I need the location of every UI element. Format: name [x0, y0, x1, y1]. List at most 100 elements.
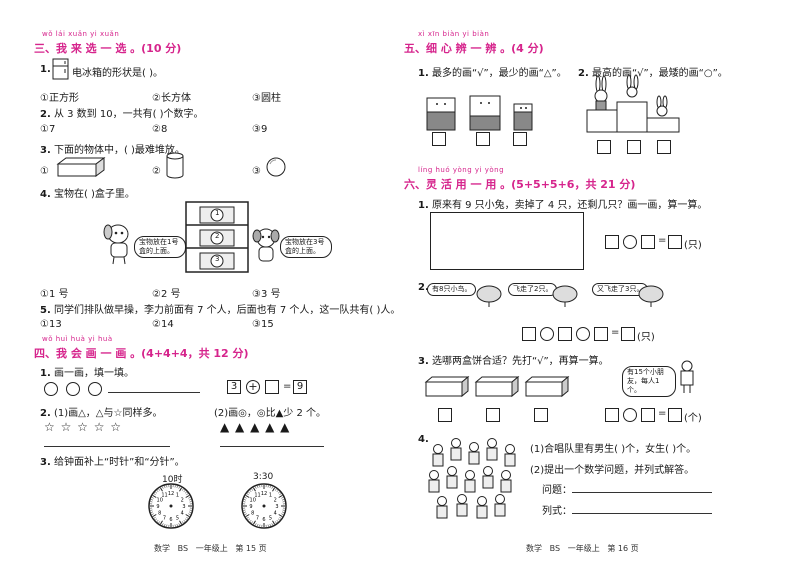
- answer-box[interactable]: [534, 408, 548, 422]
- eq-op-circle[interactable]: [623, 235, 637, 249]
- clock-numeral: 10: [250, 498, 256, 504]
- clock-tick: [281, 513, 284, 515]
- q3-5-opt1[interactable]: ①13: [40, 319, 62, 330]
- answer-box[interactable]: [513, 132, 527, 146]
- problem-line[interactable]: [572, 492, 712, 493]
- eq-box[interactable]: [641, 235, 655, 249]
- q3-4-opt3[interactable]: ③3 号: [252, 289, 281, 300]
- unit-label: (只): [684, 240, 702, 251]
- eq-eq: =: [283, 381, 292, 392]
- clock2-label: 3:30: [253, 472, 274, 482]
- clock1-label: 10时: [162, 475, 183, 485]
- clock-tick: [181, 488, 184, 491]
- q3-1-opt3[interactable]: ③圆柱: [252, 93, 281, 104]
- clock-tick: [249, 490, 252, 493]
- eq-box[interactable]: [522, 327, 536, 341]
- q3-1-opt1[interactable]: ①正方形: [40, 93, 79, 104]
- q3-2-opt2[interactable]: ②8: [152, 124, 168, 135]
- eq-op-circle[interactable]: [576, 327, 590, 341]
- clock-tick: [243, 499, 247, 501]
- clock-tick: [272, 487, 275, 492]
- sec4-title: 四、我 会 画 一 画 。(4+4+4，共 12 分): [34, 347, 249, 360]
- q3-4-opt1[interactable]: ①1 号: [40, 289, 69, 300]
- q3-3-opt2[interactable]: ②: [152, 166, 161, 177]
- footer-subject: 数学: [526, 544, 542, 553]
- q3-5-opt3[interactable]: ③15: [252, 319, 274, 330]
- eq-box[interactable]: [558, 327, 572, 341]
- clock-tick: [245, 514, 250, 517]
- choir-kid: [486, 438, 498, 461]
- shelf-illustration: [185, 201, 249, 273]
- answer-box[interactable]: [627, 140, 641, 154]
- clock-center: [262, 504, 266, 508]
- eq-op-circle[interactable]: [623, 408, 637, 422]
- answer-line-1[interactable]: [44, 446, 170, 447]
- clock-numeral: 2: [181, 498, 184, 504]
- formula-line[interactable]: [572, 513, 712, 514]
- choir-kid: [450, 438, 462, 461]
- eq-box[interactable]: [621, 327, 635, 341]
- answer-box[interactable]: [476, 132, 490, 146]
- drawing-area[interactable]: [430, 212, 584, 270]
- draw-line[interactable]: [108, 392, 200, 393]
- eq-box[interactable]: [605, 408, 619, 422]
- clock-tick: [178, 523, 180, 526]
- q3-2-opt3[interactable]: ③9: [252, 124, 268, 135]
- clock-tick: [281, 499, 285, 501]
- eq-box[interactable]: [594, 327, 608, 341]
- q-number: 3.: [40, 145, 51, 156]
- eq-box[interactable]: [605, 235, 619, 249]
- q-number: 1.: [40, 64, 51, 75]
- clock-numeral: 5: [176, 515, 179, 521]
- q3-4-opt2[interactable]: ②2 号: [152, 289, 181, 300]
- q3-3-opt1[interactable]: ①: [40, 166, 49, 177]
- q-number: 5.: [40, 305, 51, 316]
- choir-kid: [436, 496, 448, 519]
- q3-2-opt1[interactable]: ①7: [40, 124, 56, 135]
- eq-box[interactable]: [668, 235, 682, 249]
- clock-tick: [253, 520, 256, 525]
- clock-tick: [277, 491, 280, 494]
- clock-tick: [279, 493, 282, 496]
- circle-shape: [66, 382, 80, 396]
- answer-box[interactable]: [486, 408, 500, 422]
- eq-op-circle[interactable]: [540, 327, 554, 341]
- clock-tick: [188, 511, 192, 513]
- q6-4-s2: (2)提出一个数学问题，并列式解答。: [530, 465, 695, 476]
- answer-line-2[interactable]: [220, 446, 324, 447]
- choir-kid: [456, 494, 468, 517]
- bubble-birds-1: 有8只小鸟。: [427, 283, 477, 296]
- answer-box[interactable]: [657, 140, 671, 154]
- q3-3-opt3[interactable]: ③: [252, 166, 261, 177]
- tree-birds-icon: [476, 285, 502, 307]
- answer-box[interactable]: [597, 140, 611, 154]
- formula-label: 列式：: [542, 506, 572, 517]
- choir-kid: [500, 470, 512, 493]
- choir-kid: [428, 470, 440, 493]
- sec3-pinyin: wǒ lái xuǎn yi xuǎn: [42, 30, 120, 38]
- choir-kid: [446, 466, 458, 489]
- clock-tick: [278, 495, 283, 498]
- clock-numeral: 2: [274, 498, 277, 504]
- clock-tick: [186, 516, 189, 519]
- q3-1-opt2[interactable]: ②长方体: [152, 93, 191, 104]
- q5-1-text: 最多的画“√”，最少的画“△”。: [431, 68, 567, 79]
- clock-tick: [179, 520, 182, 525]
- clock-tick: [156, 490, 159, 493]
- clock-tick: [155, 491, 158, 494]
- dog-left-illustration: [103, 224, 129, 265]
- q6-3-text: 选哪两盒饼合适？先打“√”，再算一算。: [431, 356, 609, 367]
- q3-5-opt2[interactable]: ②14: [152, 319, 174, 330]
- clock-tick: [248, 518, 251, 521]
- clock-numeral: 3: [182, 504, 185, 510]
- eq-box[interactable]: [668, 408, 682, 422]
- eq-blank[interactable]: [265, 380, 279, 394]
- q3-2: 2. 从 3 数到 10，一共有( )个数字。: [40, 105, 204, 120]
- answer-box[interactable]: [438, 408, 452, 422]
- answer-box[interactable]: [432, 132, 446, 146]
- clock-tick: [164, 485, 166, 489]
- clock-tick: [269, 485, 271, 489]
- eq-box[interactable]: [641, 408, 655, 422]
